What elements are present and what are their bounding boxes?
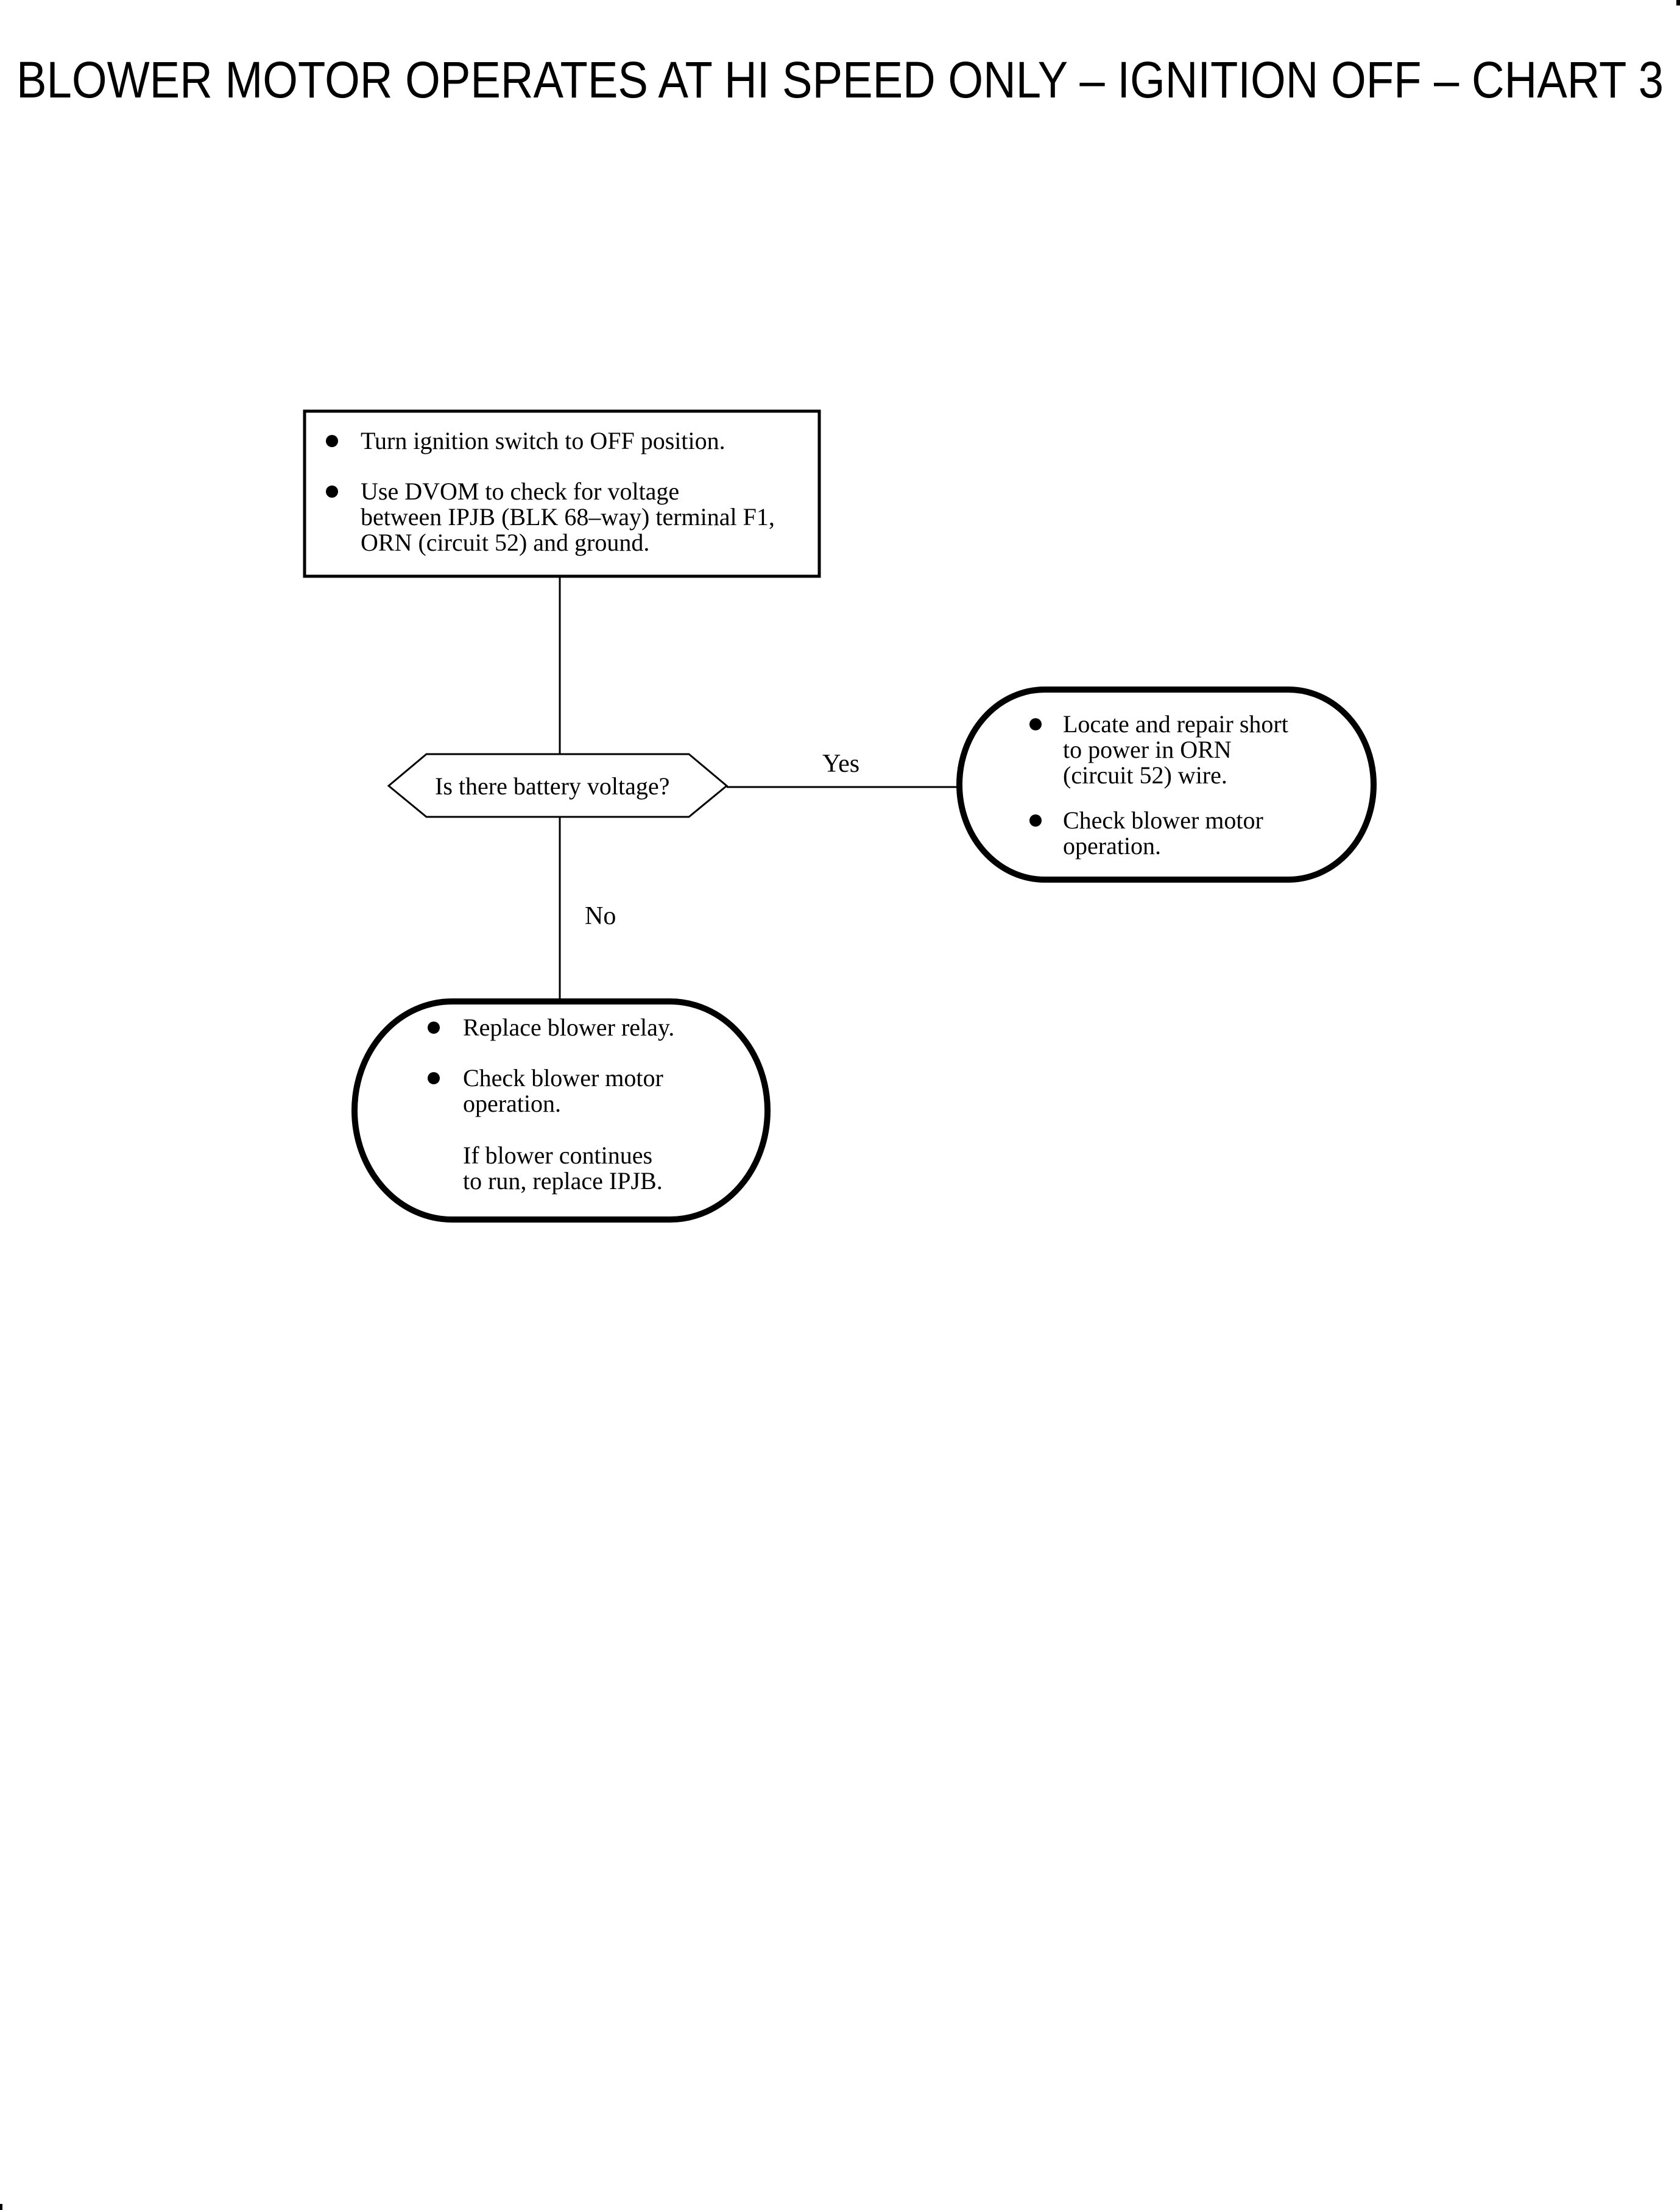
no-outcome-line: Check blower motor (463, 1064, 663, 1092)
no-outcome-line: If blower continues (463, 1142, 652, 1169)
process-box-line: Turn ignition switch to OFF position. (361, 427, 725, 454)
no-outcome-node: Replace blower relay. Check blower motor… (351, 998, 771, 1223)
process-box-line: Use DVOM to check for voltage (361, 478, 679, 505)
process-box-line: ORN (circuit 52) and ground. (361, 529, 649, 556)
yes-label: Yes (822, 750, 859, 778)
yes-outcome-line: operation. (1063, 832, 1161, 860)
bullet-icon (428, 1072, 440, 1084)
bullet-icon (326, 485, 338, 498)
bullet-icon (326, 435, 338, 447)
corner-mark-bottom-left (0, 2204, 2, 2210)
page-title: BLOWER MOTOR OPERATES AT HI SPEED ONLY –… (16, 51, 1664, 108)
yes-outcome-line: Locate and repair short (1063, 710, 1288, 738)
decision-question: Is there battery voltage? (435, 772, 669, 800)
decision-hexagon (387, 753, 729, 818)
no-label: No (585, 902, 616, 930)
bullet-icon (428, 1022, 440, 1034)
process-box-line: between IPJB (BLK 68–way) terminal F1, (361, 503, 775, 531)
yes-outcome-node: Locate and repair short to power in ORN … (956, 687, 1377, 883)
no-outcome-line: operation. (463, 1090, 561, 1117)
bullet-icon (1029, 814, 1042, 827)
no-outcome-line: Replace blower relay. (463, 1014, 674, 1041)
decision-node: Is there battery voltage? (387, 753, 729, 818)
yes-outcome-line: to power in ORN (1063, 736, 1232, 763)
yes-outcome-border (956, 687, 1377, 883)
no-outcome-line: to run, replace IPJB. (463, 1167, 663, 1195)
no-outcome-border (351, 998, 771, 1223)
yes-outcome-line: Check blower motor (1063, 807, 1263, 834)
process-box-border (303, 409, 821, 578)
yes-outcome-line: (circuit 52) wire. (1063, 761, 1227, 789)
corner-mark-top-right (1676, 0, 1680, 5)
bullet-icon (1029, 718, 1042, 730)
process-box-node: Turn ignition switch to OFF position. Us… (303, 409, 821, 578)
